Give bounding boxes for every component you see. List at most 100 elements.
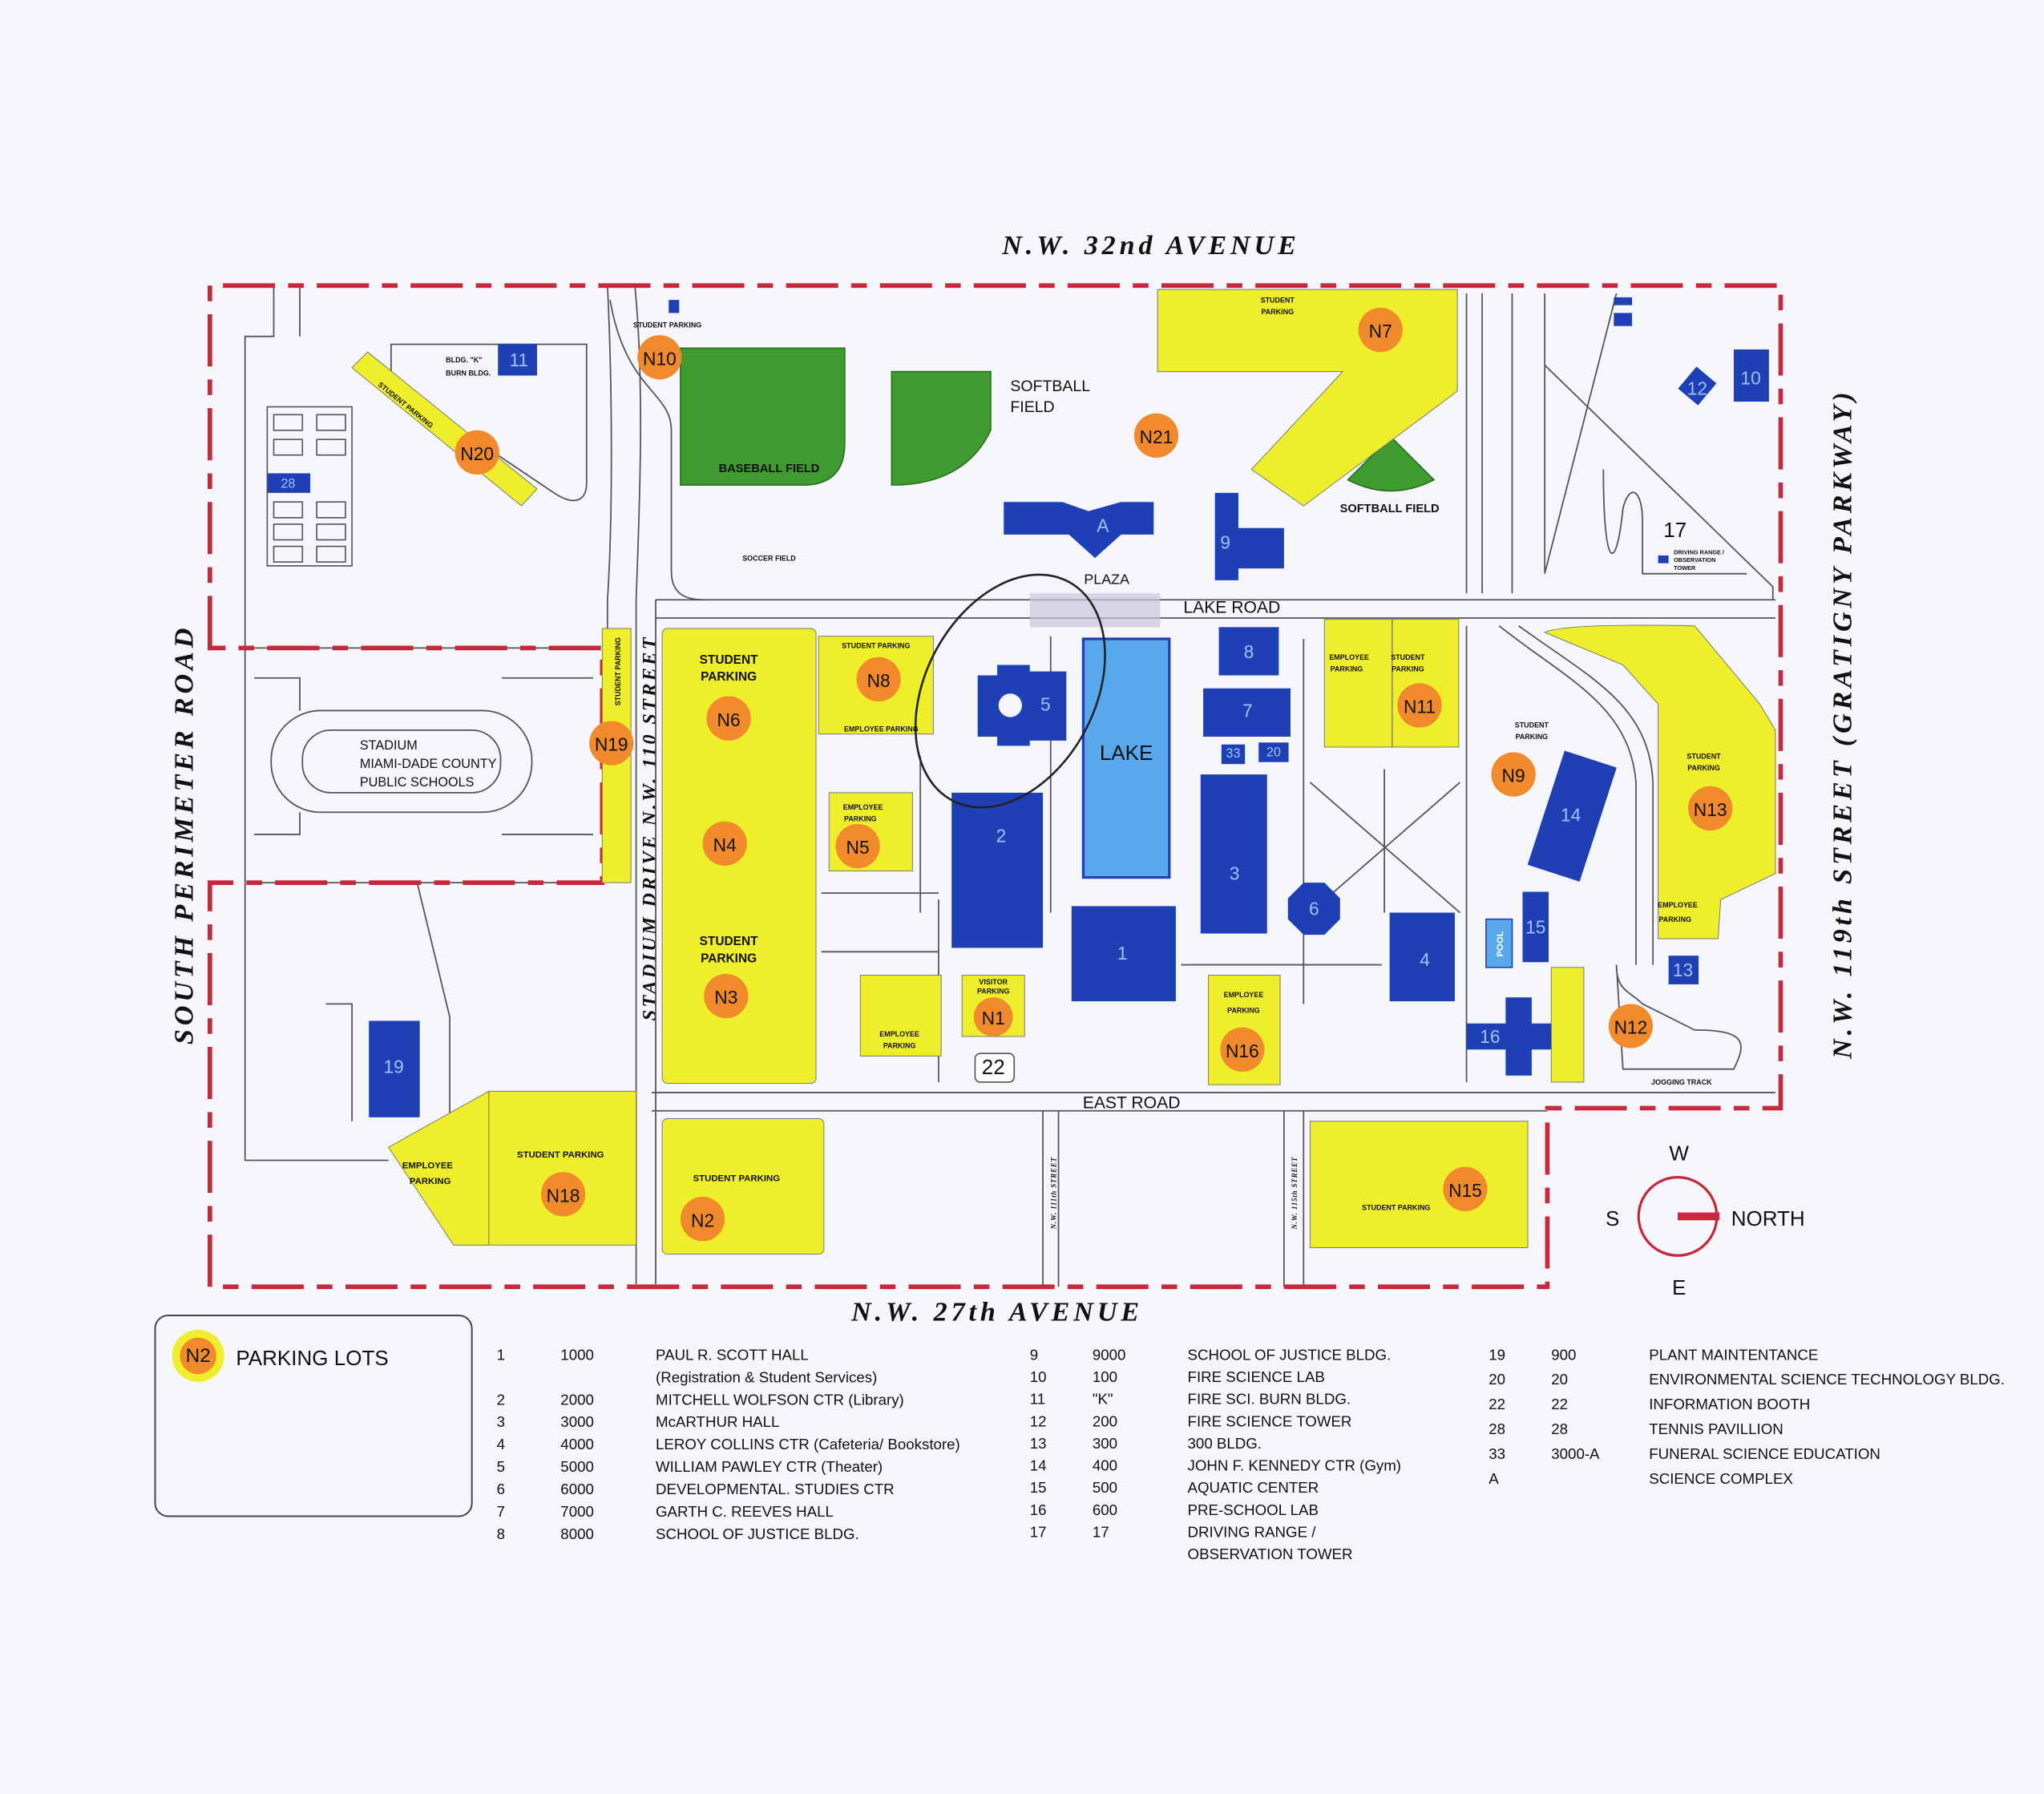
lot-badge-circle bbox=[1608, 1004, 1654, 1049]
building-label-19[interactable]: 19 bbox=[383, 1056, 403, 1077]
building-label-13[interactable]: 13 bbox=[1673, 960, 1693, 980]
parking-lot-n11[interactable]: N11 bbox=[1397, 683, 1442, 728]
directory-number: 19 bbox=[1489, 1346, 1505, 1363]
parking-lot-n20[interactable]: N20 bbox=[454, 430, 499, 475]
building-label-33[interactable]: 33 bbox=[1226, 746, 1240, 761]
building-label-10[interactable]: 10 bbox=[1740, 368, 1760, 389]
lot-employee-label-2: PARKING bbox=[883, 1042, 916, 1050]
parking-lot-n5[interactable]: N5 bbox=[835, 823, 880, 869]
building-label-15[interactable]: 15 bbox=[1525, 916, 1545, 937]
directory-name: SCHOOL OF JUSTICE BLDG. bbox=[1188, 1346, 1392, 1363]
lot-badge-text: N6 bbox=[717, 709, 741, 730]
building-label-20[interactable]: 20 bbox=[1266, 745, 1281, 759]
driving-range-label-2: OBSERVATION bbox=[1674, 556, 1715, 564]
directory-name: FIRE SCIENCE TOWER bbox=[1188, 1412, 1352, 1429]
building-label-9[interactable]: 9 bbox=[1220, 532, 1230, 553]
lot-badge-text: N11 bbox=[1404, 697, 1436, 717]
parking-lot-n21[interactable]: N21 bbox=[1133, 413, 1179, 458]
building-label-14[interactable]: 14 bbox=[1561, 805, 1581, 826]
lot-badge-circle bbox=[1358, 307, 1403, 353]
directory-name: TENNIS PAVILLION bbox=[1649, 1420, 1783, 1437]
directory-code: 300 bbox=[1093, 1435, 1117, 1452]
building-label-17[interactable]: 17 bbox=[1663, 518, 1687, 542]
directory-number: 16 bbox=[1030, 1501, 1047, 1518]
lot-n12-area bbox=[1550, 967, 1585, 1083]
bldg-k-label-1: BLDG. "K" bbox=[446, 356, 482, 364]
building-label-28[interactable]: 28 bbox=[281, 476, 295, 491]
building-label-22[interactable]: 22 bbox=[982, 1055, 1005, 1079]
parking-lot-n4[interactable]: N4 bbox=[702, 821, 747, 866]
parking-lot-n19[interactable]: N19 bbox=[589, 721, 634, 766]
building-3 bbox=[1200, 774, 1267, 934]
legend-label: PARKING LOTS bbox=[236, 1346, 388, 1370]
directory-name: FIRE SCIENCE LAB bbox=[1188, 1368, 1325, 1385]
building-13 bbox=[1668, 956, 1699, 984]
parking-lot-n6[interactable]: N6 bbox=[706, 696, 751, 741]
building-label-1[interactable]: 1 bbox=[1117, 943, 1128, 964]
lot-n15-area bbox=[1309, 1121, 1529, 1248]
directory-number: 4 bbox=[497, 1436, 505, 1453]
building-label-8[interactable]: 8 bbox=[1244, 641, 1254, 662]
directory-name: DRIVING RANGE / bbox=[1188, 1524, 1317, 1541]
directory-number: 10 bbox=[1030, 1368, 1047, 1385]
driving-range-label-1: DRIVING RANGE / bbox=[1674, 548, 1724, 556]
pool-label: POOL bbox=[1496, 931, 1505, 956]
parking-lot-n13[interactable]: N13 bbox=[1688, 786, 1733, 831]
directory-name: PAUL R. SCOTT HALL bbox=[656, 1346, 809, 1363]
lot-badge-text: N13 bbox=[1694, 799, 1727, 820]
parking-lot-n8[interactable]: N8 bbox=[856, 657, 901, 702]
building-20 bbox=[1258, 742, 1289, 762]
building-9 bbox=[1214, 492, 1284, 580]
parking-lot-n1[interactable]: N1 bbox=[973, 997, 1013, 1037]
directory-number: 12 bbox=[1030, 1412, 1047, 1429]
building-label-4[interactable]: 4 bbox=[1420, 949, 1430, 970]
parking-lot-n2[interactable]: N2 bbox=[680, 1197, 725, 1242]
directory-number: 7 bbox=[497, 1503, 505, 1520]
lot-n13-area bbox=[1543, 624, 1776, 939]
east-road-label: EAST ROAD bbox=[1083, 1093, 1181, 1112]
lot-badge-circle bbox=[589, 721, 634, 766]
lot-n18-employee-label-1: EMPLOYEE bbox=[402, 1161, 454, 1170]
building-label-16[interactable]: 16 bbox=[1480, 1026, 1500, 1047]
directory-code: 4000 bbox=[560, 1436, 594, 1453]
building-label-a[interactable]: A bbox=[1097, 515, 1109, 536]
lot-badge-text: N4 bbox=[713, 834, 737, 855]
building-label-12[interactable]: 12 bbox=[1687, 378, 1707, 399]
directory-number: 6 bbox=[497, 1481, 505, 1497]
building-label-11[interactable]: 11 bbox=[509, 350, 528, 370]
parking-lot-n15[interactable]: N15 bbox=[1443, 1166, 1488, 1211]
building-label-7[interactable]: 7 bbox=[1242, 700, 1253, 721]
lot-badge-text: N10 bbox=[643, 348, 677, 369]
roads bbox=[244, 285, 1775, 1287]
parking-lot-n9[interactable]: N9 bbox=[1491, 752, 1536, 797]
parking-lot-n16[interactable]: N16 bbox=[1220, 1027, 1265, 1072]
directory-subtitle: OBSERVATION TOWER bbox=[1188, 1546, 1353, 1562]
stadium-label-3: PUBLIC SCHOOLS bbox=[360, 775, 475, 790]
building-label-6[interactable]: 6 bbox=[1309, 899, 1319, 919]
lot-badge-circle bbox=[1220, 1027, 1265, 1072]
directory-number: 20 bbox=[1489, 1371, 1505, 1388]
parking-lot-n7[interactable]: N7 bbox=[1358, 307, 1403, 353]
parking-lot-n18[interactable]: N18 bbox=[540, 1172, 586, 1217]
directory-name: ENVIRONMENTAL SCIENCE TECHNOLOGY BLDG. bbox=[1649, 1371, 2005, 1388]
building-label-2[interactable]: 2 bbox=[996, 826, 1007, 846]
building-28 bbox=[267, 473, 311, 493]
building-label-5[interactable]: 5 bbox=[1040, 693, 1051, 714]
directory-code: 3000 bbox=[560, 1413, 594, 1430]
lake bbox=[1081, 637, 1171, 879]
lot-n6-label-1: STUDENT bbox=[700, 653, 758, 667]
parking-lot-n3[interactable]: N3 bbox=[704, 973, 749, 1019]
lake-label: LAKE bbox=[1100, 741, 1153, 765]
building-6 bbox=[1287, 883, 1340, 935]
building-label-3[interactable]: 3 bbox=[1230, 863, 1240, 884]
parking-lot-n12[interactable]: N12 bbox=[1608, 1004, 1654, 1049]
parking-lot-n10[interactable]: N10 bbox=[637, 335, 682, 380]
